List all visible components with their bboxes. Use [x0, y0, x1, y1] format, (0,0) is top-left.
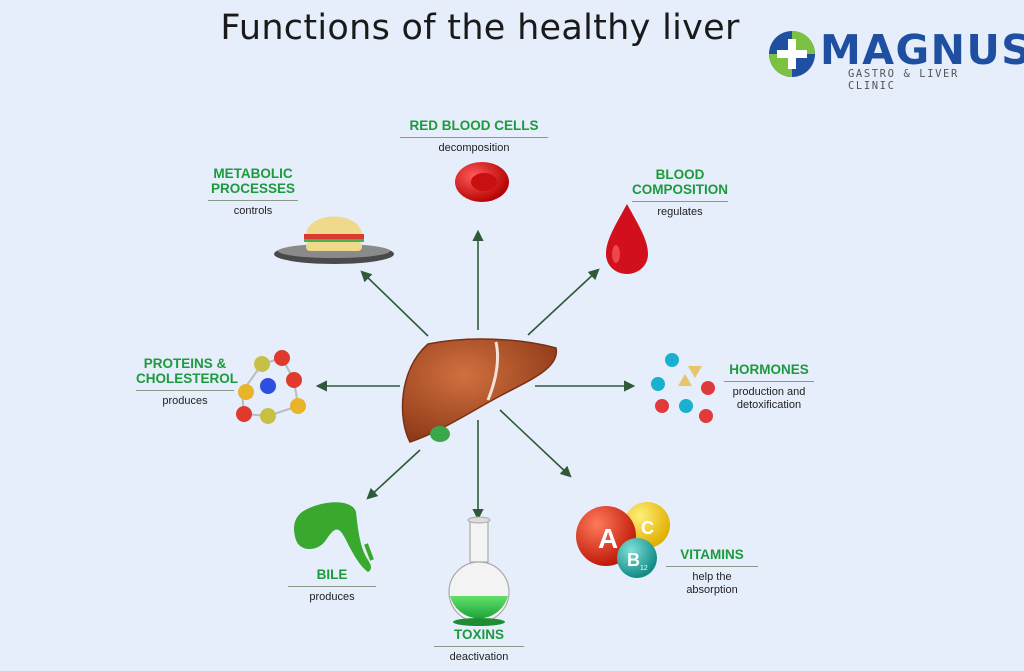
blood-drop-icon [606, 204, 648, 274]
function-description: help the absorption [686, 571, 738, 596]
vitamin-b-letter: B [627, 550, 640, 570]
function-description: produces [162, 395, 208, 407]
function-vitamins: VITAMINS help the absorption [666, 547, 758, 597]
function-bile: BILE produces [288, 567, 376, 604]
function-heading: VITAMINS [666, 547, 758, 567]
burger-icon [274, 216, 394, 264]
arrow-blood-composition [527, 268, 600, 336]
vitamin-a-letter: A [598, 523, 618, 554]
function-heading: PROTEINS & CHOLESTEROL [136, 356, 238, 391]
gallbladder-icon [294, 502, 374, 572]
function-heading: HORMONES [724, 362, 814, 382]
arrow-metabolic [360, 270, 429, 337]
arrow-vitamins [499, 409, 572, 478]
function-red-blood-cells: RED BLOOD CELLS decomposition [400, 118, 548, 155]
function-description: controls [233, 205, 273, 217]
molecule-ring-icon [236, 350, 306, 424]
function-description: deactivation [449, 651, 509, 663]
function-heading: TOXINS [434, 627, 524, 647]
vitamin-b-subscript: 12 [640, 565, 648, 572]
brand-subtitle: GASTRO & LIVER CLINIC [848, 68, 959, 92]
brand-name: MAGNUS [820, 26, 1024, 74]
function-description: production and detoxification [732, 386, 806, 411]
red-blood-cell-icon [455, 162, 509, 202]
page-title: Functions of the healthy liver [220, 8, 740, 48]
function-proteins-cholesterol: PROTEINS & CHOLESTEROL produces [136, 356, 238, 408]
function-description: regulates [657, 206, 703, 218]
clinic-logo-icon [769, 31, 815, 77]
function-metabolic-processes: METABOLIC PROCESSES controls [208, 166, 298, 218]
hormone-molecules-icon [651, 353, 715, 423]
function-description: decomposition [438, 142, 510, 154]
function-heading: RED BLOOD CELLS [400, 118, 548, 138]
arrow-bile [366, 449, 421, 500]
vitamin-spheres-icon: A C B 12 [576, 502, 670, 578]
function-description: produces [309, 591, 355, 603]
vitamin-c-letter: C [641, 518, 654, 538]
function-hormones: HORMONES production and detoxification [724, 362, 814, 412]
function-heading: BLOOD COMPOSITION [632, 167, 728, 202]
function-toxins: TOXINS deactivation [434, 627, 524, 664]
liver-icon [401, 338, 557, 443]
function-heading: BILE [288, 567, 376, 587]
brand-logo: MAGNUS GASTRO & LIVER CLINIC [766, 26, 1024, 92]
flask-icon [448, 516, 510, 626]
function-heading: METABOLIC PROCESSES [208, 166, 298, 201]
function-blood-composition: BLOOD COMPOSITION regulates [632, 167, 728, 219]
arrows [315, 229, 636, 521]
